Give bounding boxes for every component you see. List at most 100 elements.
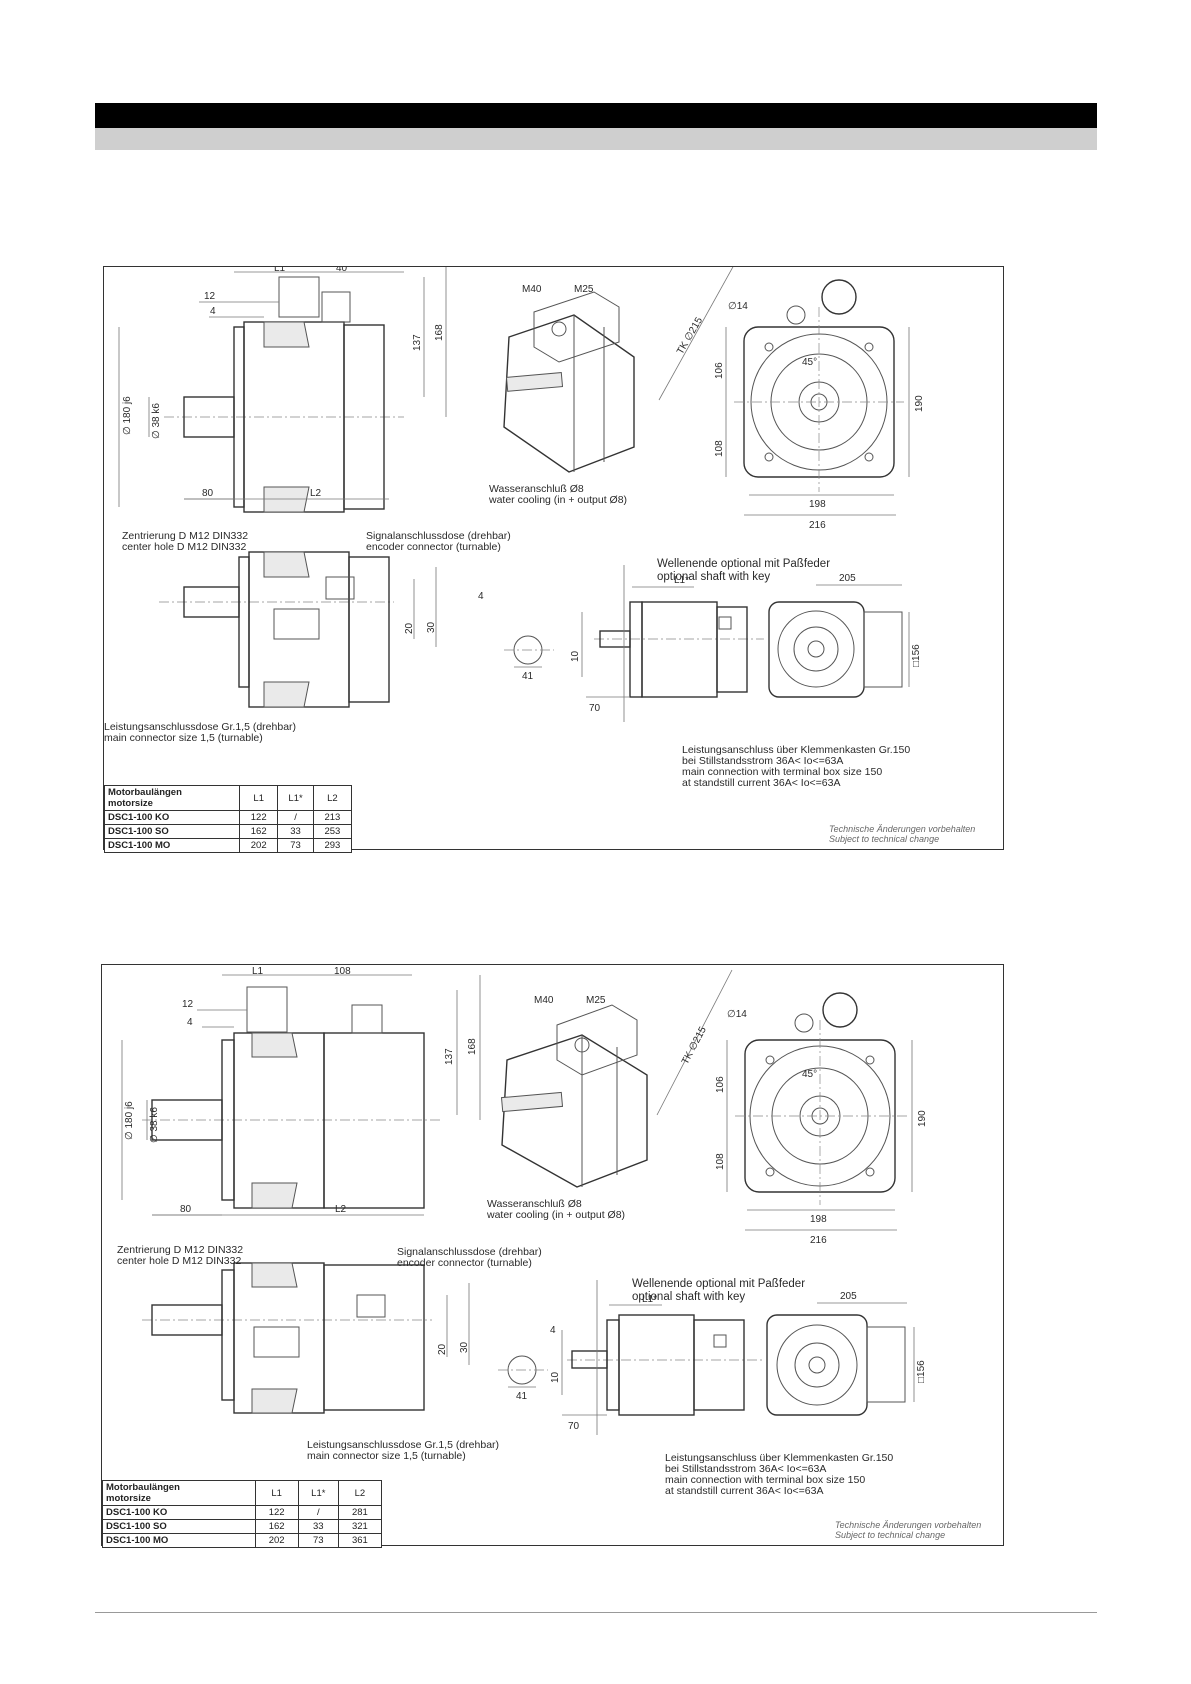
optional-shaft-views [498, 1280, 915, 1435]
label-power-de: Leistungsanschlussdose Gr.1,5 (drehbar) [307, 1439, 499, 1451]
front-view [656, 969, 913, 1231]
label-shaft-de: Wellenende optional mit Paßfeder [657, 558, 830, 570]
dim-41: 41 [516, 1391, 528, 1402]
table-header-motorsize: Motorbaulängen motorsize [103, 785, 241, 811]
dim-L2: L2 [335, 1204, 347, 1215]
label-signal-en: encoder connector (turnable) [397, 1257, 532, 1269]
label-water-en: water cooling (in + output Ø8) [488, 494, 627, 506]
dim-4: 4 [187, 1017, 193, 1028]
label-shaft-en: optional shaft with key [657, 571, 770, 583]
label-M40: M40 [534, 995, 554, 1006]
optional-shaft-views [504, 565, 910, 722]
row-l2: 281 [337, 1505, 383, 1520]
dim-L1star: L1* [642, 1294, 657, 1305]
row-l1star: / [297, 1505, 339, 1520]
isometric-view [500, 1004, 648, 1188]
row-l1star: 33 [297, 1519, 339, 1534]
label-box-4: at standstill current 36A< Io<=63A [682, 777, 840, 789]
table-row: DSC1-100 SO 162 33 253 [103, 824, 353, 839]
dim-phi38: ∅ 38 k6 [151, 403, 162, 439]
label-shaft-de: Wellenende optional mit Paßfeder [632, 1278, 805, 1290]
label-center-de: Zentrierung D M12 DIN332 [122, 530, 248, 542]
dim-12: 12 [204, 291, 216, 302]
label-signal-de: Signalanschlussdose (drehbar) [397, 1246, 542, 1258]
table-row: DSC1-100 MO 202 73 293 [103, 838, 353, 853]
dim-108-top: 108 [334, 966, 351, 977]
motor-size-table: Motorbaulängen motorsize L1 L1* L2 DSC1-… [103, 785, 353, 853]
dim-106: 106 [714, 362, 725, 379]
row-l2: 361 [337, 1533, 383, 1548]
row-l1star: 33 [277, 824, 314, 839]
dim-30: 30 [459, 1341, 470, 1353]
dim-L1: L1 [274, 267, 286, 274]
table-head-en: motorsize [106, 1493, 151, 1504]
row-name: DSC1-100 MO [102, 1533, 256, 1548]
label-box-3: main connection with terminal box size 1… [665, 1474, 865, 1486]
row-name: DSC1-100 SO [102, 1519, 256, 1534]
dim-4: 4 [210, 306, 216, 317]
label-center-en: center hole D M12 DIN332 [117, 1255, 241, 1267]
dim-10: 10 [550, 1371, 561, 1383]
row-l2: 213 [312, 810, 353, 825]
label-signal-de: Signalanschlussdose (drehbar) [366, 530, 511, 542]
row-name: DSC1-100 KO [102, 1505, 256, 1520]
label-box-4: at standstill current 36A< Io<=63A [665, 1485, 823, 1497]
side-view [118, 267, 447, 513]
dim-phi38: ∅ 38 k6 [149, 1107, 160, 1143]
dim-70: 70 [589, 703, 601, 714]
table-row: DSC1-100 MO 202 73 361 [102, 1533, 383, 1548]
row-name: DSC1-100 KO [103, 810, 241, 825]
dim-70: 70 [568, 1421, 580, 1432]
label-M25: M25 [586, 995, 606, 1006]
label-M25: M25 [574, 284, 594, 295]
col-L2: L2 [312, 785, 353, 811]
dim-80: 80 [202, 488, 214, 499]
label-power-de: Leistungsanschlussdose Gr.1,5 (drehbar) [104, 721, 296, 733]
label-shaft-en: optional shaft with key [632, 1291, 745, 1303]
dim-L1star: L1* [674, 575, 689, 586]
dim-198: 198 [809, 499, 826, 510]
table-head-de: Motorbaulängen [108, 787, 182, 798]
top-view [142, 1262, 470, 1414]
dim-L1: L1 [252, 966, 264, 977]
footer-rule [95, 1612, 1097, 1613]
dim-L2: L2 [310, 488, 322, 499]
row-l1: 202 [239, 838, 279, 853]
row-l2: 253 [312, 824, 353, 839]
label-center-en: center hole D M12 DIN332 [122, 541, 246, 553]
dim-TK: TK ∅215 [675, 315, 705, 356]
label-water-de: Wasseranschluß Ø8 [487, 1198, 582, 1210]
dim-198: 198 [810, 1214, 827, 1225]
table-head-en: motorsize [108, 798, 153, 809]
label-water-en: water cooling (in + output Ø8) [486, 1209, 625, 1221]
dim-168: 168 [434, 324, 445, 341]
dim-phi180: ∅ 180 j6 [122, 396, 133, 435]
front-view [658, 267, 910, 516]
label-water-de: Wasseranschluß Ø8 [489, 483, 584, 495]
dim-4b: 4 [478, 591, 484, 602]
dim-phi14: ∅14 [727, 1009, 747, 1020]
motor-size-table: Motorbaulängen motorsize L1 L1* L2 DSC1-… [102, 1480, 383, 1548]
table-row: DSC1-100 KO 122 / 213 [103, 810, 353, 825]
note-de: Technische Änderungen vorbehalten [835, 1520, 982, 1530]
dim-190: 190 [914, 395, 925, 412]
label-box-1: Leistungsanschluss über Klemmenkasten Gr… [665, 1452, 893, 1464]
dim-108: 108 [714, 440, 725, 457]
table-row: DSC1-100 SO 162 33 321 [102, 1519, 383, 1534]
angle-45: 45° [802, 1069, 817, 1080]
dimension-drawing-2: L1 108 12 4 137 168 ∅ 180 j6 ∅ 38 k6 80 … [101, 964, 1004, 1548]
label-signal-en: encoder connector (turnable) [366, 541, 501, 553]
row-l1: 162 [254, 1519, 299, 1534]
dim-TK: TK ∅215 [680, 1025, 709, 1067]
row-l1: 122 [239, 810, 279, 825]
label-box-2: bei Stillstandsstrom 36A< Io<=63A [665, 1463, 826, 1475]
row-l1star: / [277, 810, 314, 825]
label-box-2: bei Stillstandsstrom 36A< Io<=63A [682, 755, 843, 767]
row-name: DSC1-100 MO [103, 838, 241, 853]
note-en: Subject to technical change [835, 1530, 946, 1540]
dim-10: 10 [570, 650, 581, 662]
angle-45: 45° [802, 357, 817, 368]
dim-12: 12 [182, 999, 194, 1010]
top-view [159, 551, 437, 708]
drawing-canvas: L1 108 12 4 137 168 ∅ 180 j6 ∅ 38 k6 80 … [117, 966, 928, 1497]
